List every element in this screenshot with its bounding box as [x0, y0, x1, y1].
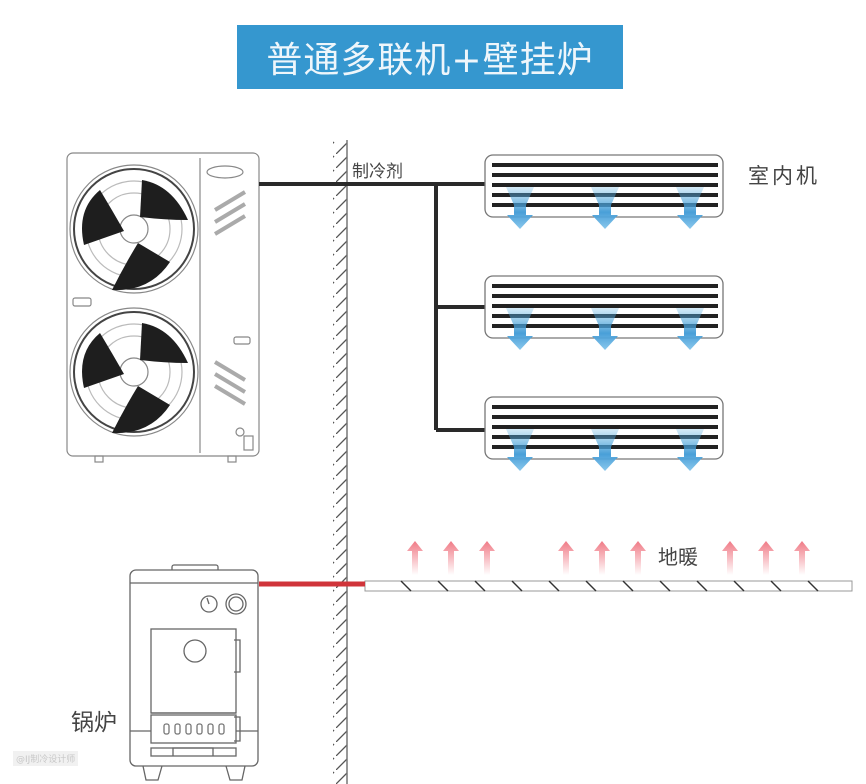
hatch-mark [770, 580, 782, 592]
heat-arrow-icon [443, 541, 459, 575]
cold-air-arrow-icon [676, 187, 704, 229]
cold-air-arrow-icon [506, 429, 534, 471]
heat-arrow-icon [479, 541, 495, 575]
hatch-mark [400, 580, 412, 592]
outdoor-unit [66, 152, 260, 463]
fan-icon [69, 307, 199, 437]
indoor-unit [484, 154, 724, 229]
heat-arrow-icon [407, 541, 423, 575]
floor-heating-pipe [364, 580, 853, 592]
hatch-mark [437, 580, 449, 592]
boiler [129, 564, 259, 781]
watermark: @IJ制冷设计师 [13, 751, 79, 766]
refrigerant-pipe [259, 182, 487, 432]
hatch-mark [474, 580, 486, 592]
indoor-units [484, 154, 724, 471]
boiler-label: 锅炉 [71, 710, 117, 736]
heat-arrow-icon [558, 541, 574, 575]
wall [333, 140, 348, 784]
heat-arrow-icon [758, 541, 774, 575]
indoor-unit [484, 396, 724, 471]
indoor-unit [484, 275, 724, 350]
heat-arrow-icon [722, 541, 738, 575]
heat-arrow-icon [594, 541, 610, 575]
heat-arrow-icon [794, 541, 810, 575]
cold-air-arrow-icon [506, 187, 534, 229]
hatch-mark [585, 580, 597, 592]
cold-air-arrow-icon [676, 429, 704, 471]
hatch-mark [622, 580, 634, 592]
hatch-mark [807, 580, 819, 592]
page-title: 普通多联机+壁挂炉 [266, 40, 594, 81]
cold-air-arrow-icon [506, 308, 534, 350]
hatch-mark [696, 580, 708, 592]
hatch-mark [733, 580, 745, 592]
title-banner: 普通多联机+壁挂炉 [237, 25, 623, 89]
hatch-mark [548, 580, 560, 592]
cold-air-arrow-icon [591, 308, 619, 350]
gauge-icon [200, 595, 218, 613]
cold-air-arrow-icon [591, 429, 619, 471]
heat-arrows [407, 541, 810, 575]
cold-air-arrow-icon [676, 308, 704, 350]
cold-air-arrow-icon [591, 187, 619, 229]
hatch-mark [659, 580, 671, 592]
indoor-unit-label: 室内机 [748, 164, 820, 188]
hatch-mark [511, 580, 523, 592]
fan-icon [69, 164, 199, 294]
refrigerant-label: 制冷剂 [352, 162, 403, 182]
floor-heating-label: 地暖 [658, 545, 698, 569]
heat-arrow-icon [630, 541, 646, 575]
gauge-icon [225, 593, 247, 615]
